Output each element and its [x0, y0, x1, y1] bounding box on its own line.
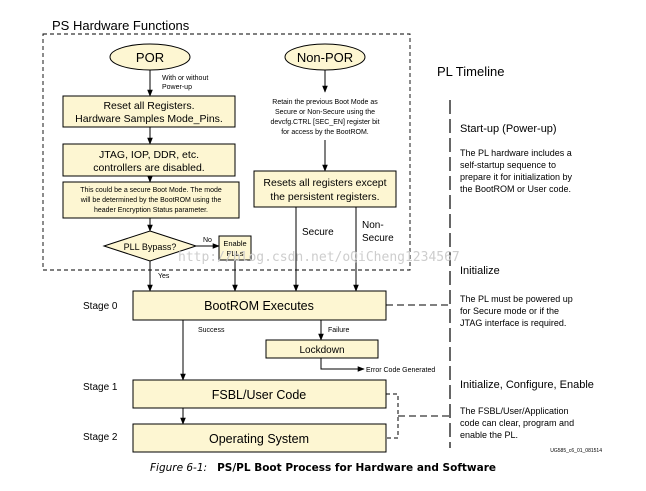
success-label: Success: [198, 327, 225, 334]
retain-line-2: Secure or Non-Secure using the: [275, 109, 375, 116]
secure-boot-note-box: [62, 181, 240, 219]
failure-label: Failure: [328, 327, 350, 334]
figure-caption: Figure 6-1: PS/PL Boot Process for Hardwa…: [0, 462, 646, 474]
with-or-without-label-2: Power-up: [162, 84, 192, 91]
operating-system-box: [132, 423, 387, 453]
watermark-text: http://blog.csdn.net/oQiCheng1234567: [178, 250, 460, 265]
stage-1-label: Stage 1: [83, 382, 118, 393]
stage-0-label: Stage 0: [83, 301, 118, 312]
figure-id: UG585_c6_01_081514: [550, 448, 602, 454]
startup-title: Start-up (Power-up): [460, 123, 557, 135]
pll-bypass-label: PLL Bypass?: [124, 242, 177, 252]
ice-title: Initialize, Configure, Enable: [460, 379, 594, 391]
pl-timeline-title: PL Timeline: [437, 64, 504, 79]
jtag-line-2: controllers are disabled.: [93, 162, 204, 174]
initialize-desc-1: The PL must be powered up: [460, 294, 573, 304]
secure-note-line-2: will be determined by the BootROM using …: [80, 197, 222, 204]
startup-desc-3: prepare it for initialization by: [460, 172, 573, 182]
stage-2-label: Stage 2: [83, 432, 118, 443]
initialize-desc-3: JTAG interface is required.: [460, 318, 566, 328]
pll-yes-label: Yes: [158, 273, 170, 280]
ps-hardware-title: PS Hardware Functions: [52, 18, 190, 33]
fsbl-user-code-box: [132, 379, 387, 409]
secure-note-line-1: This could be a secure Boot Mode. The mo…: [80, 187, 222, 194]
resets-except-line-1: Resets all registers except: [263, 177, 386, 189]
lockdown-box: [265, 339, 379, 359]
with-or-without-label-1: With or without: [162, 75, 208, 82]
startup-desc-4: the BootROM or User code.: [460, 184, 571, 194]
non-secure-label-1: Non-: [362, 220, 384, 231]
figure-caption-title: PS/PL Boot Process for Hardware and Soft…: [217, 462, 497, 474]
ps-hardware-region: [42, 33, 411, 271]
jtag-line-1: JTAG, IOP, DDR, etc.: [99, 149, 199, 161]
resets-except-box: [253, 170, 397, 208]
reset-all-line-1: Reset all Registers.: [103, 100, 194, 112]
initialize-desc-2: for Secure mode or if the: [460, 306, 559, 316]
jtag-controllers-box: [62, 143, 236, 177]
pll-no-label: No: [203, 237, 212, 244]
arrow-lockdown-error: [320, 358, 365, 372]
resets-except-line-2: the persistent registers.: [270, 191, 379, 203]
non-por-label: Non-POR: [297, 50, 353, 65]
enable-plls-line-2: PLLs: [226, 249, 243, 258]
reset-all-line-2: Hardware Samples Mode_Pins.: [75, 113, 223, 125]
secure-label: Secure: [302, 227, 334, 238]
bootrom-executes-label: BootROM Executes: [204, 299, 314, 313]
retain-line-1: Retain the previous Boot Mode as: [272, 99, 378, 106]
initialize-title: Initialize: [460, 265, 500, 277]
por-label: POR: [136, 50, 164, 65]
reset-all-registers-box: [62, 95, 236, 128]
secure-note-line-3: header Encryption Status parameter.: [94, 207, 208, 214]
error-code-label: Error Code Generated: [366, 367, 435, 374]
dashed-fsbl-os-bracket: [386, 393, 399, 439]
startup-desc-1: The PL hardware includes a: [460, 148, 572, 158]
enable-plls-box: [218, 235, 252, 261]
retain-line-4: for access by the BootROM.: [281, 129, 369, 136]
bootrom-executes-box: [132, 290, 387, 321]
figure-caption-label: Figure 6-1:: [149, 462, 208, 474]
startup-desc-2: self-startup sequence to: [460, 160, 556, 170]
fsbl-user-code-label: FSBL/User Code: [212, 388, 307, 402]
non-secure-label-2: Secure: [362, 233, 394, 244]
enable-plls-line-1: Enable: [223, 239, 246, 248]
ice-desc-1: The FSBL/User/Application: [460, 406, 569, 416]
retain-line-3: devcfg.CTRL [SEC_EN] register bit: [270, 119, 379, 126]
ice-desc-3: enable the PL.: [460, 430, 518, 440]
lockdown-label: Lockdown: [299, 345, 344, 356]
operating-system-label: Operating System: [209, 432, 309, 446]
ice-desc-2: code can clear, program and: [460, 418, 574, 428]
